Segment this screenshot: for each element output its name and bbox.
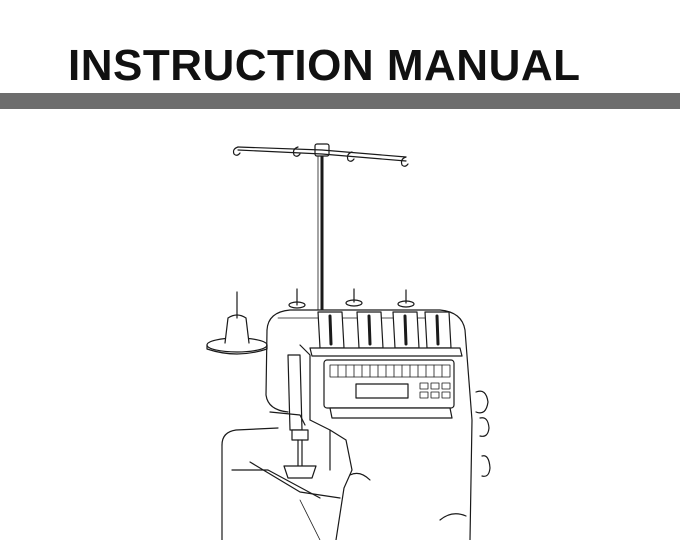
left-spool-holder	[206, 291, 268, 355]
thread-guide-antenna	[232, 143, 409, 317]
control-panel	[323, 359, 455, 419]
machine-base	[221, 427, 467, 540]
header-rule-bar	[0, 93, 680, 109]
manual-title: INSTRUCTION MANUAL	[68, 41, 581, 90]
side-knobs	[475, 390, 491, 477]
needle-area	[269, 344, 331, 479]
spool-pins	[288, 288, 415, 309]
tension-dials	[309, 311, 463, 357]
